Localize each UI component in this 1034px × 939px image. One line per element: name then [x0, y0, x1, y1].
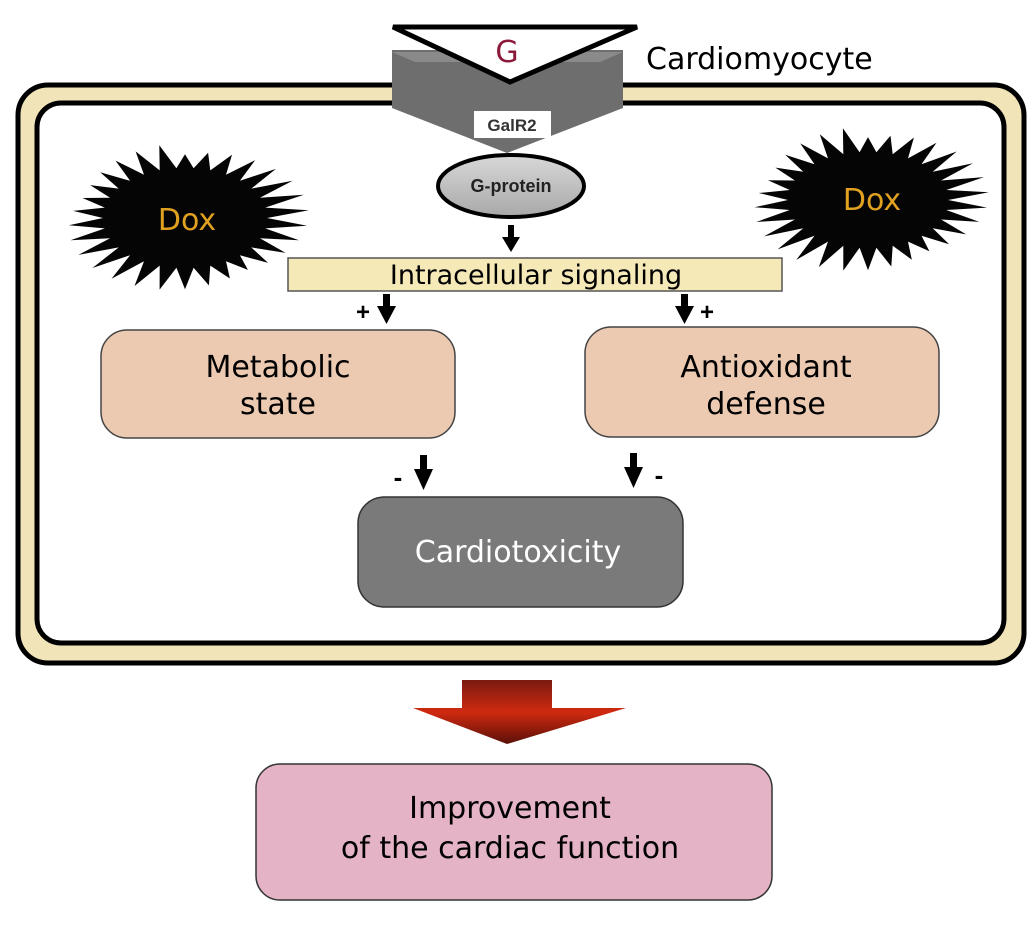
- arrow-metabolic-to-cardiotoxicity: [414, 455, 433, 490]
- dox-right: Dox: [754, 128, 989, 271]
- arrow-signaling-to-metabolic: [377, 294, 396, 324]
- arrow-signaling-to-antioxidant: [675, 294, 694, 324]
- galr2-receptor: GalR2: [392, 50, 623, 153]
- outcome-line1: Improvement: [409, 791, 611, 826]
- cell-membrane: [15, 82, 1027, 666]
- metabolic-line1: Metabolic: [205, 350, 350, 385]
- galanin-ligand: G: [391, 24, 638, 85]
- antioxidant-defense-box: Antioxidant defense: [584, 326, 940, 438]
- g-protein-label: G-protein: [471, 176, 552, 196]
- arrow-antioxidant-to-cardiotoxicity: [624, 453, 643, 488]
- signaling-bar: Intracellular signaling: [287, 257, 783, 292]
- arrow-gprotein-to-signaling: [502, 225, 520, 252]
- metabolic-line2: state: [240, 387, 316, 422]
- minus-sign-right: -: [655, 460, 664, 490]
- antioxidant-line2: defense: [706, 387, 826, 422]
- outcome-box: Improvement of the cardiac function: [255, 763, 773, 901]
- cardiotoxicity-box: Cardiotoxicity: [357, 496, 684, 608]
- signaling-label: Intracellular signaling: [390, 260, 682, 291]
- outcome-arrow: [413, 680, 626, 744]
- metabolic-state-box: Metabolic state: [100, 329, 456, 439]
- cardiotoxicity-label: Cardiotoxicity: [415, 535, 622, 570]
- outcome-line2: of the cardiac function: [341, 831, 679, 866]
- plus-sign-right: +: [700, 299, 714, 326]
- dox-right-label: Dox: [843, 183, 901, 218]
- cell-label: Cardiomyocyte: [646, 42, 873, 77]
- minus-sign-left: -: [394, 462, 403, 492]
- ligand-label: G: [495, 35, 518, 70]
- dox-left: Dox: [68, 145, 309, 290]
- plus-sign-left: +: [356, 299, 370, 326]
- antioxidant-line1: Antioxidant: [680, 350, 852, 385]
- galr2-label: GalR2: [487, 116, 536, 135]
- g-protein: G-protein: [436, 153, 586, 219]
- dox-left-label: Dox: [158, 203, 216, 238]
